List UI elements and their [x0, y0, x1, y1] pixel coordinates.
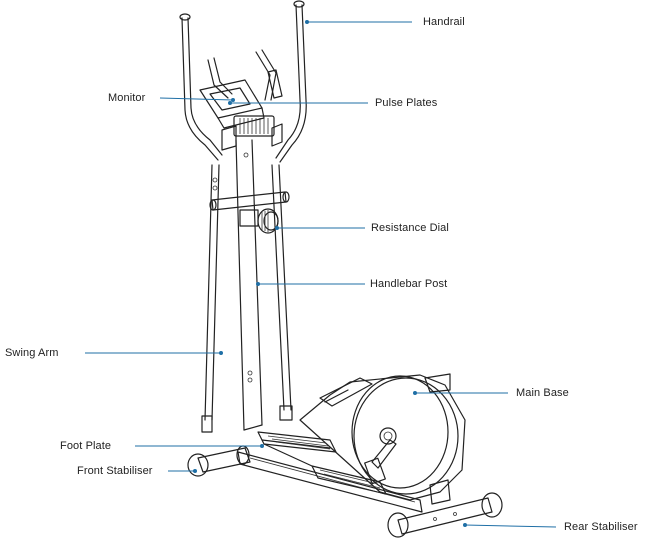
- label-handrail: Handrail: [423, 16, 465, 28]
- leader-lines: [85, 20, 557, 528]
- handrail-part: [179, 0, 307, 163]
- foot-plate-part: [257, 431, 387, 495]
- resistance-dial-part: [209, 191, 290, 234]
- monitor-part: [199, 79, 265, 129]
- label-monitor: Monitor: [108, 92, 146, 104]
- label-main-base: Main Base: [516, 387, 569, 399]
- rear-stabiliser-part: [387, 492, 503, 538]
- pulse-plates-part: [207, 49, 283, 151]
- label-pulse-plates: Pulse Plates: [375, 97, 438, 109]
- label-resistance-dial: Resistance Dial: [371, 222, 449, 234]
- main-base-housing: [299, 373, 466, 505]
- label-front-stabiliser: Front Stabiliser: [77, 465, 153, 477]
- handlebar-post-part: [212, 139, 263, 431]
- label-rear-stabiliser: Rear Stabiliser: [564, 521, 638, 533]
- swing-arms: [201, 164, 293, 433]
- label-swing-arm: Swing Arm: [5, 347, 59, 359]
- front-stabiliser-part: [187, 445, 251, 477]
- base-rail: [237, 451, 423, 513]
- label-foot-plate: Foot Plate: [60, 440, 112, 452]
- label-handlebar-post: Handlebar Post: [370, 278, 448, 290]
